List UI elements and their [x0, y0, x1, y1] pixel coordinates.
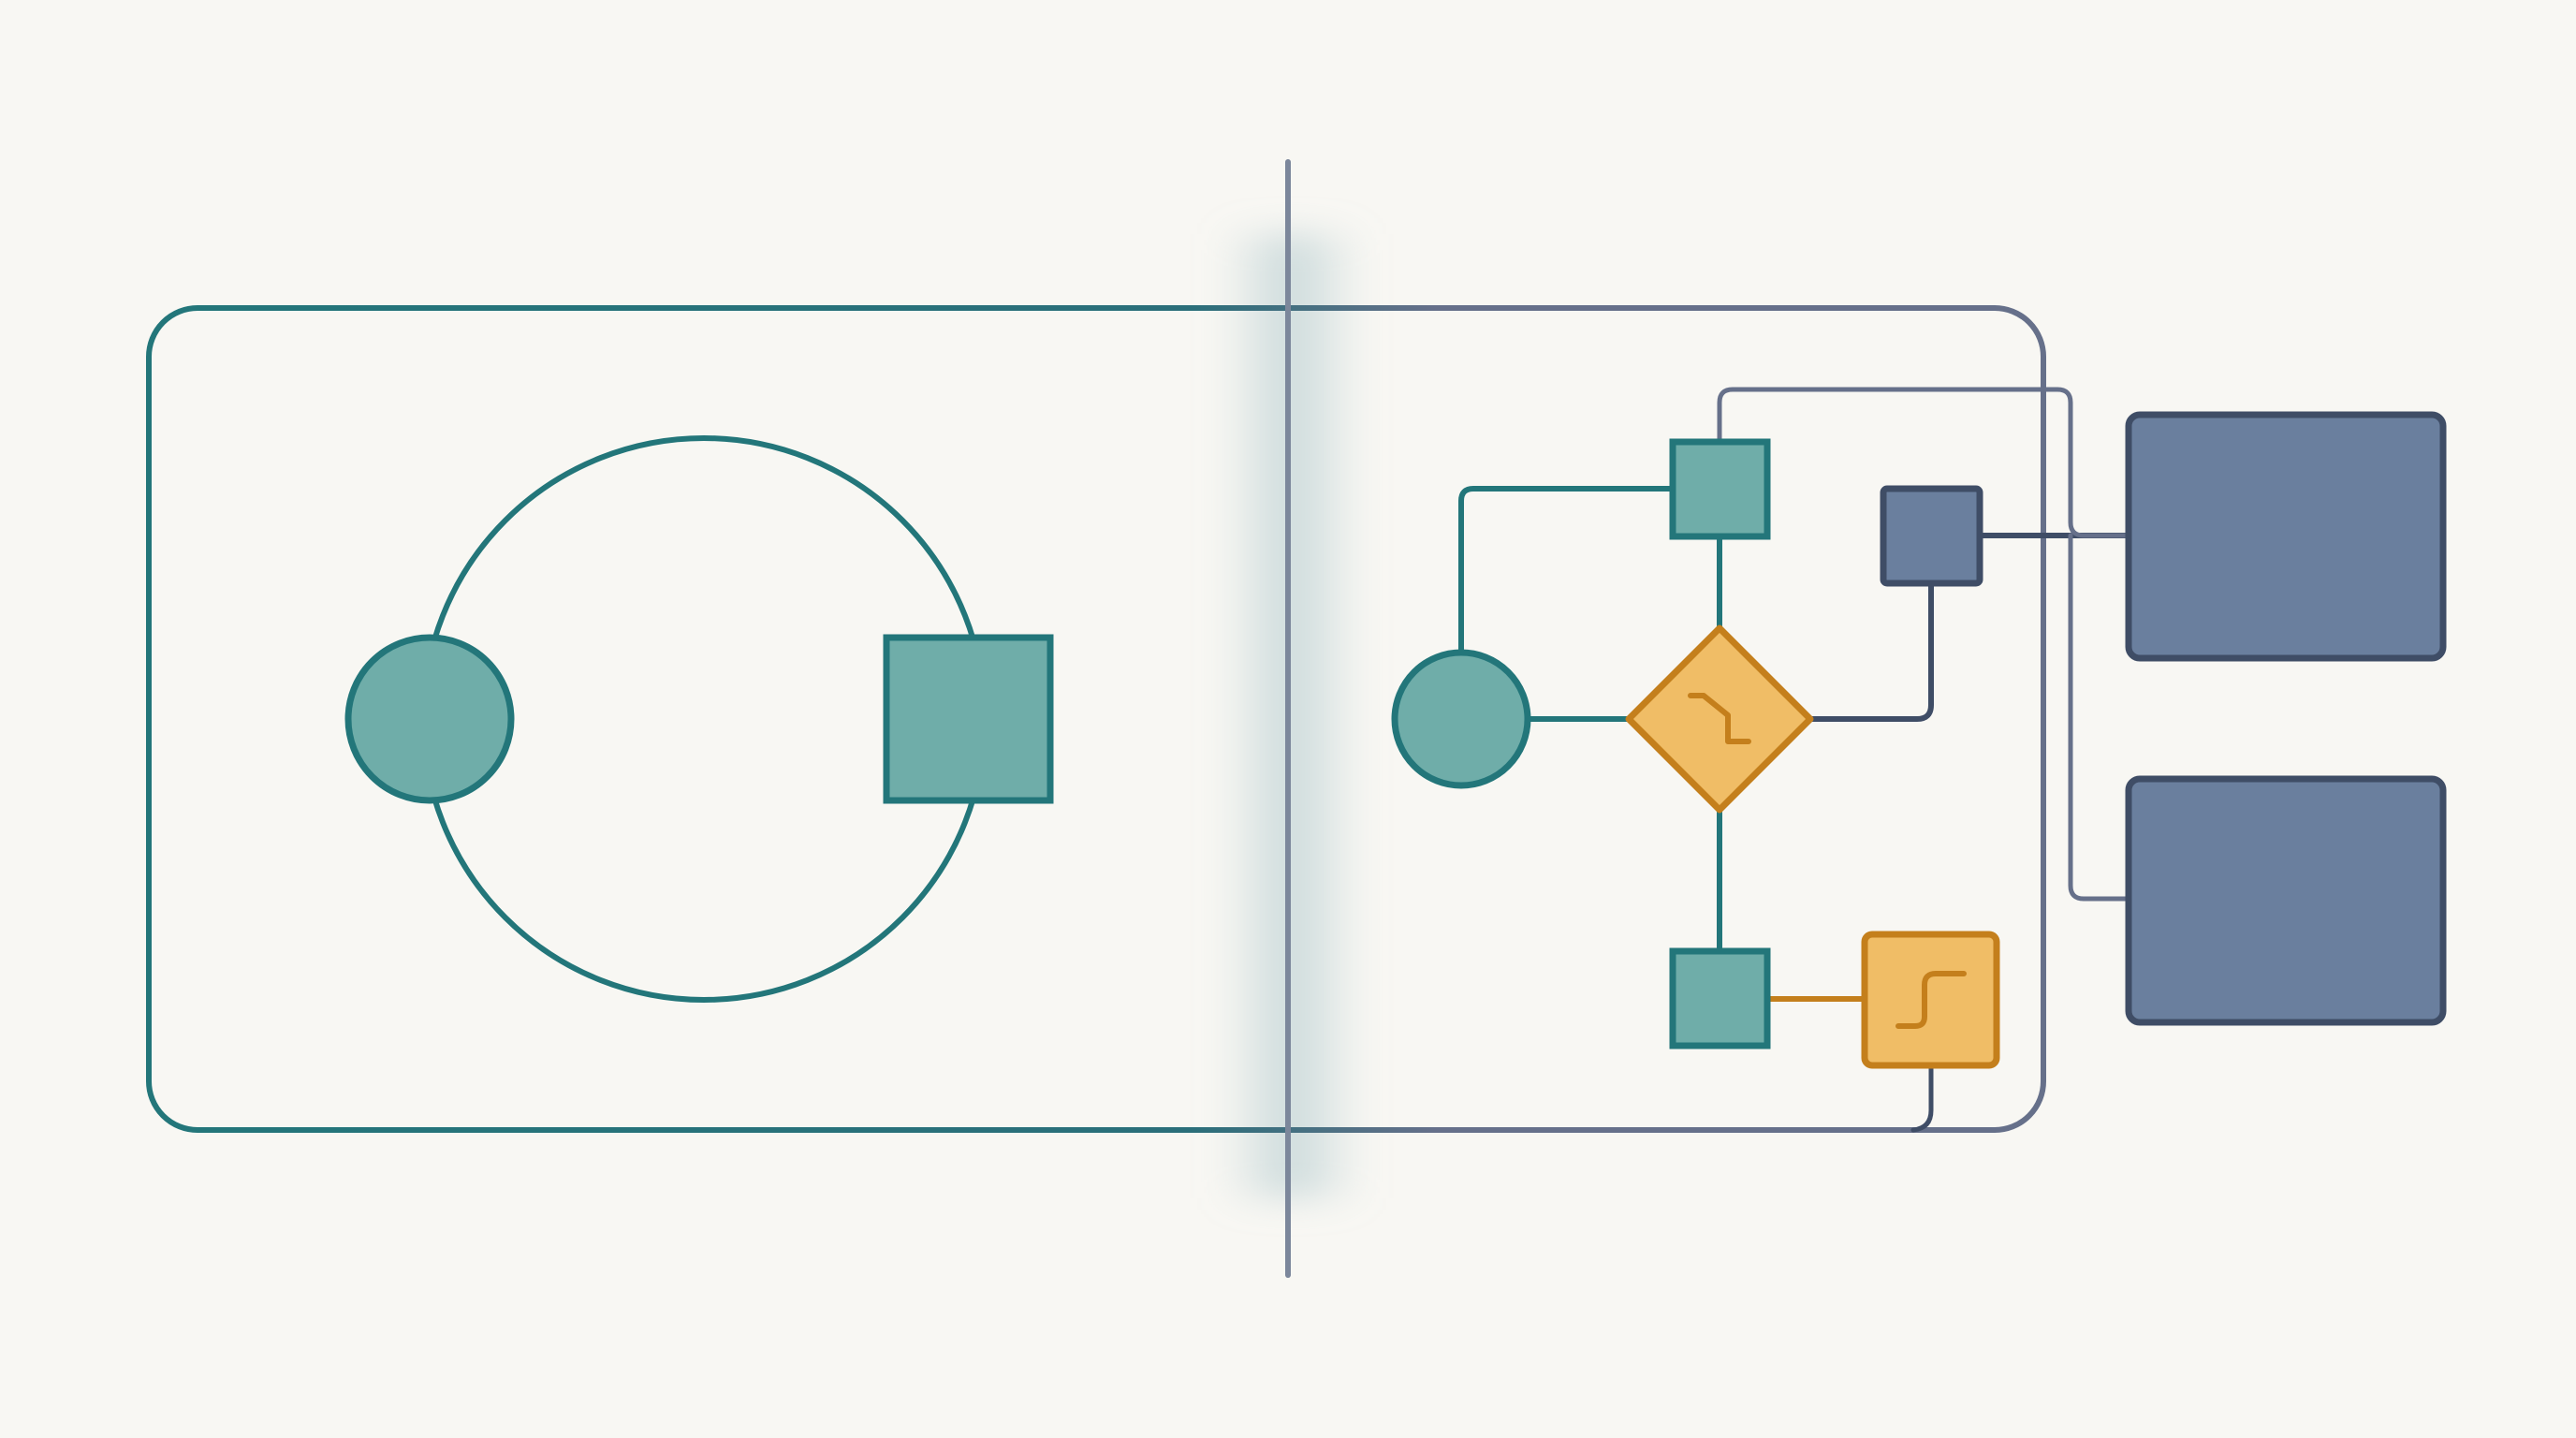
left-circle-node	[344, 634, 515, 804]
connector-circle-topsquare	[1458, 486, 1676, 655]
right-circle-node	[1391, 649, 1531, 789]
step-down-icon	[1688, 693, 1751, 744]
right-panel-nodes	[1391, 438, 2000, 1069]
external-blocks	[2125, 411, 2447, 1026]
connector-ambersquare-frame	[1910, 1063, 1934, 1133]
decision-diamond-node	[1625, 624, 1814, 814]
left-panel	[344, 435, 1054, 1003]
connector-lower-route	[2068, 533, 2131, 902]
slate-square-node	[1880, 485, 1983, 587]
right-panel-connectors	[1458, 387, 2131, 1133]
amber-square-node	[1861, 931, 2000, 1069]
external-block-upper	[2125, 411, 2447, 662]
connector-diamond-slatesquare	[1808, 581, 1934, 722]
divider-glow	[1217, 234, 1367, 1198]
connector-top-route	[1717, 387, 2131, 538]
left-square-node	[883, 634, 1054, 804]
external-block-lower	[2125, 775, 2447, 1026]
top-teal-square-node	[1669, 438, 1771, 540]
step-up-icon	[1895, 971, 1967, 1029]
bottom-teal-square-node	[1669, 947, 1771, 1049]
outer-frame	[146, 305, 2046, 1133]
